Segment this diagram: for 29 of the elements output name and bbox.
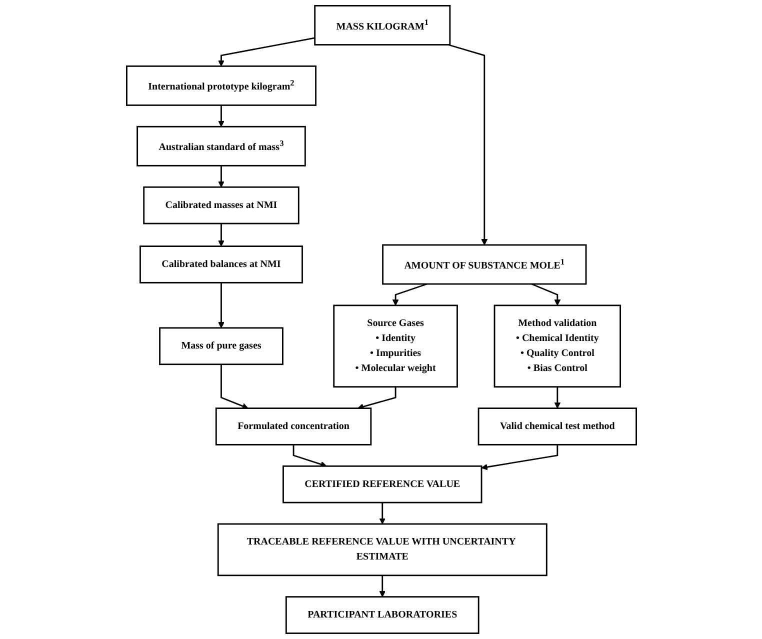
node-box: TRACEABLE REFERENCE VALUE WITH UNCERTAINTY ESTIMATE [216,523,547,576]
arrow [357,386,396,410]
node-box: MASS KILOGRAM$^{1}$ [314,5,450,46]
arrow [480,444,558,470]
arrow [530,283,560,306]
node-box: Calibrated masses at NMI [142,186,299,224]
arrow [218,37,314,66]
node-box: Mass of pure gases [158,327,283,366]
node-box: Source Gases • Identity • Impurities • Molecular weight [332,304,458,388]
arrow [292,444,326,468]
node-box: PARTICIPANT LABORATORIES [284,596,479,634]
node-box: CERTIFIED REFERENCE VALUE [282,465,482,504]
node-box: Method validation • Chemical Identity • Quality Control • Bias Control [493,304,621,388]
arrow [378,575,386,598]
arrow [448,44,488,246]
arrow [218,166,224,188]
node-box: Valid chemical test method [477,408,636,446]
arrow [392,283,427,306]
arrow [218,224,224,247]
arrow [378,502,386,524]
node-box: Australian standard of mass$^{3}$ [136,126,306,166]
arrow [554,386,560,409]
arrow [218,105,224,127]
node-box: Calibrated balances at NMI [139,246,302,284]
node-box: AMOUNT OF SUBSTANCE MOLE$^{1}$ [382,244,586,285]
arrow [218,282,224,328]
arrow [220,364,248,410]
node-box: International prototype kilogram$^{2}$ [126,65,316,106]
node-box: Formulated concentration [214,408,372,446]
